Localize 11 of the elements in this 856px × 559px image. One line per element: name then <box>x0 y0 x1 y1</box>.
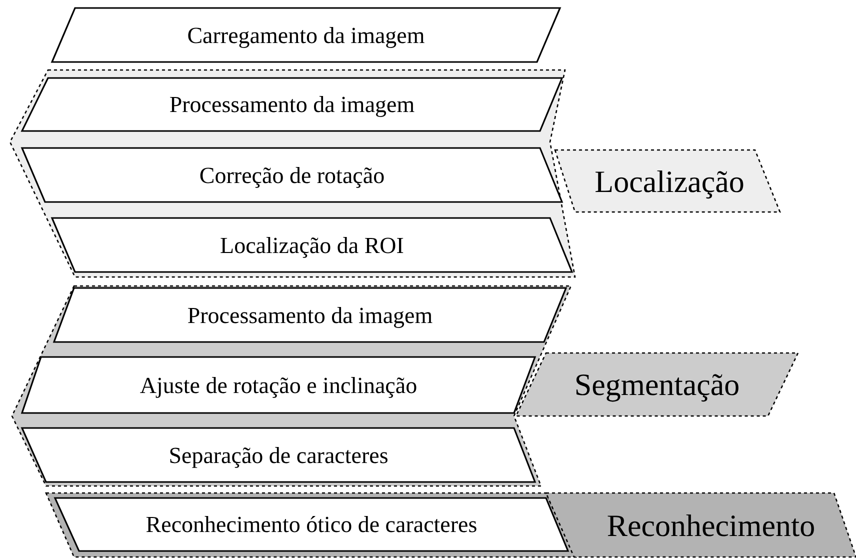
step-label: Carregamento da imagem <box>187 24 425 46</box>
step-label: Reconhecimento ótico de caracteres <box>146 513 478 536</box>
step-label: Separação de caracteres <box>168 444 388 466</box>
step-label: Ajuste de rotação e inclinação <box>140 374 418 396</box>
step-label: Correção de rotação <box>199 164 385 186</box>
step-label: Localização da ROI <box>220 234 404 256</box>
step-label: Processamento da imagem <box>187 304 433 326</box>
stage-label: Localização <box>594 166 744 196</box>
stage-label: Segmentação <box>574 369 740 400</box>
stage-label: Reconhecimento <box>606 510 816 540</box>
step-label: Processamento da imagem <box>169 93 415 116</box>
